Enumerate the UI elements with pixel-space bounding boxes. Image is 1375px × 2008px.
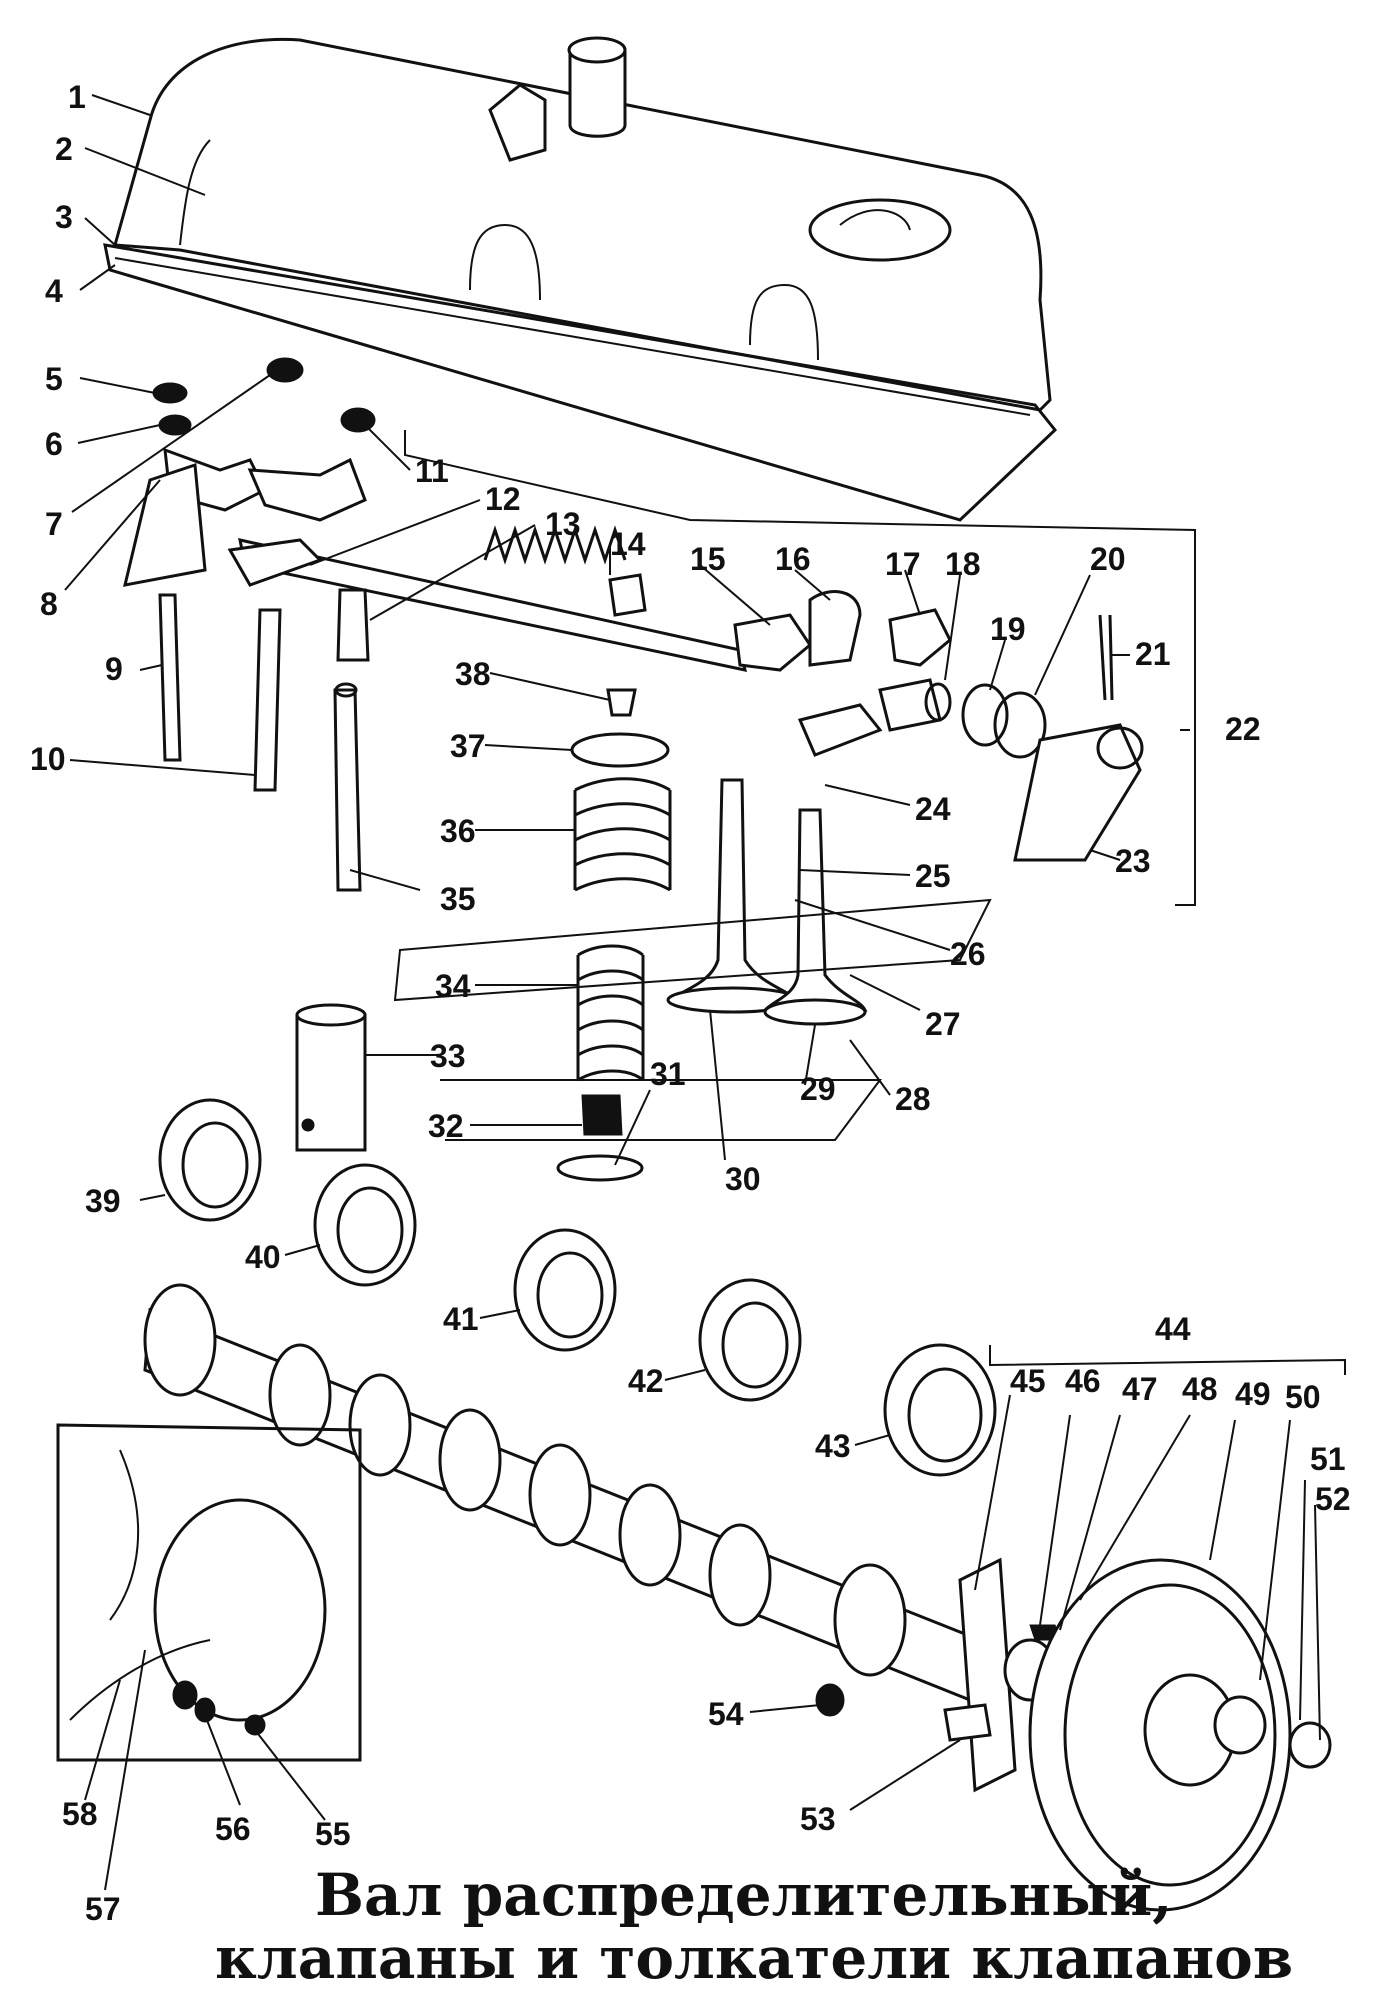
callout-22: 22 [1225,711,1261,747]
callout-52: 52 [1315,1481,1351,1517]
callout-45: 45 [1010,1363,1046,1399]
valve-cover [103,36,1058,522]
callout-24: 24 [915,791,951,827]
callout-49: 49 [1235,1376,1271,1412]
diagram-title-line-1: Вал распределительный, [315,1861,1172,1929]
callout-19: 19 [990,611,1026,647]
callout-12: 12 [485,481,521,517]
callout-41: 41 [443,1301,479,1337]
callout-53: 53 [800,1801,836,1837]
camshaft [143,1283,982,1703]
callout-15: 15 [690,541,726,577]
inset-detail [56,1423,362,1762]
callout-1: 1 [68,79,86,115]
callout-10: 10 [30,741,66,777]
callout-6: 6 [45,426,63,462]
valves [393,778,992,1141]
callout-17: 17 [885,546,921,582]
callout-8: 8 [40,586,58,622]
callout-51: 51 [1310,1441,1346,1477]
callout-34: 34 [435,968,471,1004]
callout-57: 57 [85,1891,121,1927]
callout-56: 56 [215,1811,251,1847]
callout-4: 4 [45,273,63,309]
callout-26: 26 [950,936,986,972]
leader-lines [64,94,1321,1891]
callout-40: 40 [245,1239,281,1275]
callout-42: 42 [628,1363,664,1399]
callout-14: 14 [610,526,646,562]
callout-29: 29 [800,1071,836,1107]
callout-2: 2 [55,131,73,167]
camshaft-gear-group [815,1345,1346,1912]
callout-27: 27 [925,1006,961,1042]
callout-58: 58 [62,1796,98,1832]
callout-38: 38 [455,656,491,692]
rocker-shaft-assembly [123,357,1196,906]
callout-33: 33 [430,1038,466,1074]
callout-35: 35 [440,881,476,917]
callout-54: 54 [708,1696,744,1732]
callout-16: 16 [775,541,811,577]
callout-47: 47 [1122,1371,1158,1407]
callout-18: 18 [945,546,981,582]
diagram-title-line-2: клапаны и толкатели клапанов [215,1924,1293,1992]
camshaft-bearings [158,1098,997,1477]
callout-50: 50 [1285,1379,1321,1415]
callout-48: 48 [1182,1371,1218,1407]
callout-9: 9 [105,651,123,687]
studs-and-pushrods [158,588,370,1152]
callout-36: 36 [440,813,476,849]
valve-spring-stack [556,688,672,1182]
callout-5: 5 [45,361,63,397]
callout-31: 31 [650,1056,686,1092]
callout-55: 55 [315,1816,351,1852]
callout-44: 44 [1155,1311,1191,1347]
callout-labels: 1 2 3 4 5 6 7 8 9 10 11 12 13 14 15 16 1… [30,79,1351,1927]
callout-23: 23 [1115,843,1151,879]
callout-39: 39 [85,1183,121,1219]
callout-28: 28 [895,1081,931,1117]
callout-43: 43 [815,1428,851,1464]
callout-7: 7 [45,506,63,542]
callout-3: 3 [55,199,73,235]
callout-21: 21 [1135,636,1171,672]
callout-13: 13 [545,506,581,542]
callout-25: 25 [915,858,951,894]
callout-37: 37 [450,728,486,764]
callout-11: 11 [415,453,449,489]
callout-20: 20 [1090,541,1126,577]
callout-32: 32 [428,1108,464,1144]
callout-30: 30 [725,1161,761,1197]
callout-46: 46 [1065,1363,1101,1399]
